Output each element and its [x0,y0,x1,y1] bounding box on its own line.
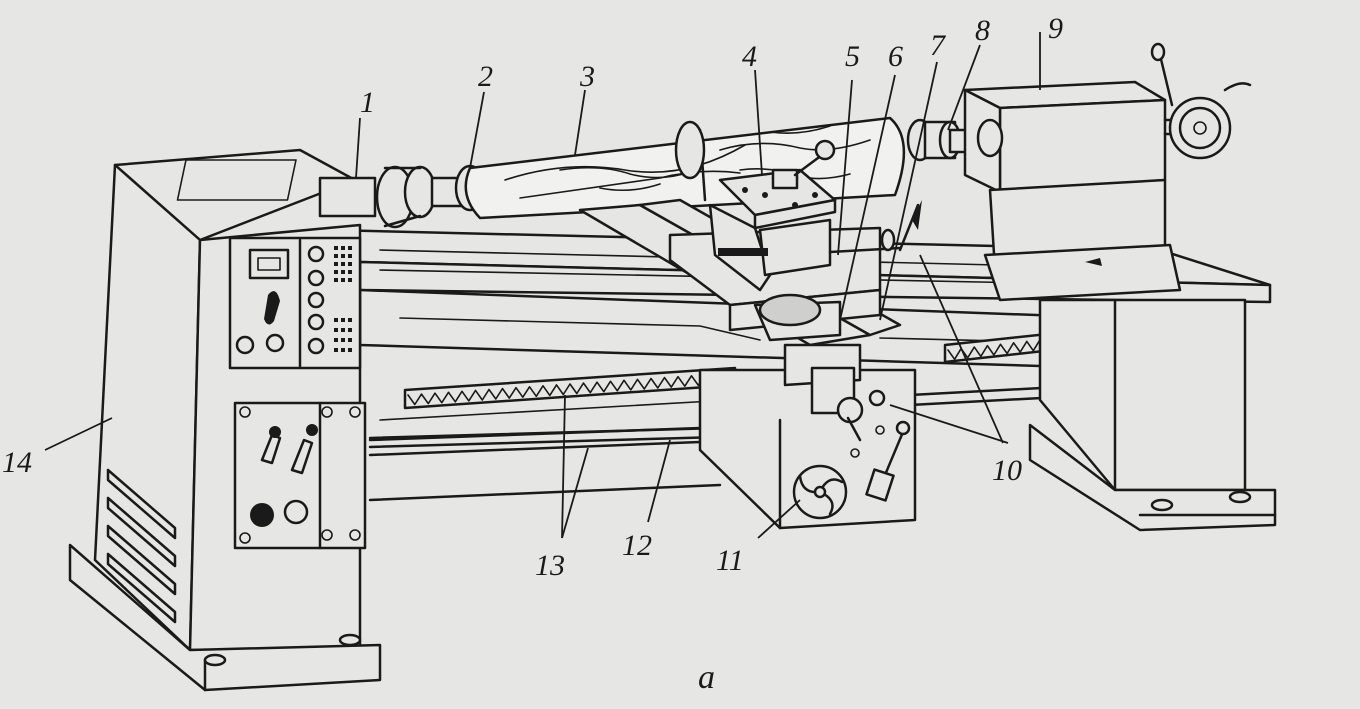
label-8: 8 [975,14,990,47]
indicator-dot [341,270,345,274]
vent-slot [106,468,177,540]
indicator-dot [341,278,345,282]
label-6: 6 [888,40,903,73]
indicator-dot [341,254,345,258]
indicator-dot [348,318,352,322]
apron [698,343,917,530]
indicator-dot [341,338,345,342]
label-13: 13 [535,549,565,582]
indicator-dot [334,278,338,282]
indicator-dot [348,270,352,274]
part-labels: 1 2 3 4 5 6 7 8 9 10 11 12 13 14 a [2,12,1063,696]
figure-caption: a [698,659,715,696]
indicator-dot [341,328,345,332]
label-5: 5 [845,40,860,73]
indicator-grid [334,246,352,352]
label-7: 7 [930,29,947,62]
tailstock-body [963,42,1252,302]
vent-slot [106,524,177,596]
label-12: 12 [622,529,652,562]
indicator-dot [334,338,338,342]
label-9: 9 [1048,12,1063,45]
feed-shaft [368,408,728,449]
indicator-dot [334,348,338,352]
indicator-dot [341,262,345,266]
indicator-dot [348,348,352,352]
label-1: 1 [360,86,375,119]
indicator-dot [334,270,338,274]
label-4: 4 [742,40,757,73]
indicator-dot [348,254,352,258]
indicator-dot [334,328,338,332]
indicator-dot [334,318,338,322]
spindle [318,165,437,229]
label-11: 11 [716,544,744,577]
vent-slot [106,552,177,624]
indicator-dot [348,278,352,282]
right-leg [1028,298,1277,532]
indicator-dot [341,246,345,250]
indicator-dot [348,262,352,266]
cutter-tool [898,200,922,252]
indicator-dot [334,254,338,258]
label-3: 3 [579,60,595,93]
label-2: 2 [478,60,493,93]
leader-lines [44,32,1041,539]
indicator-dot [341,318,345,322]
label-10: 10 [992,454,1022,487]
indicator-dot [334,262,338,266]
indicator-dot [348,246,352,250]
upper-control-panel [228,236,362,370]
tool-post [708,139,902,292]
saddle [753,293,842,342]
vent-slot [106,496,177,568]
indicator-dot [348,328,352,332]
gear-rack-left [368,366,737,502]
indicator-dot [334,246,338,250]
label-14: 14 [2,446,32,479]
indicator-dot [341,348,345,352]
indicator-dot [348,338,352,342]
lower-control-panel [233,401,367,550]
